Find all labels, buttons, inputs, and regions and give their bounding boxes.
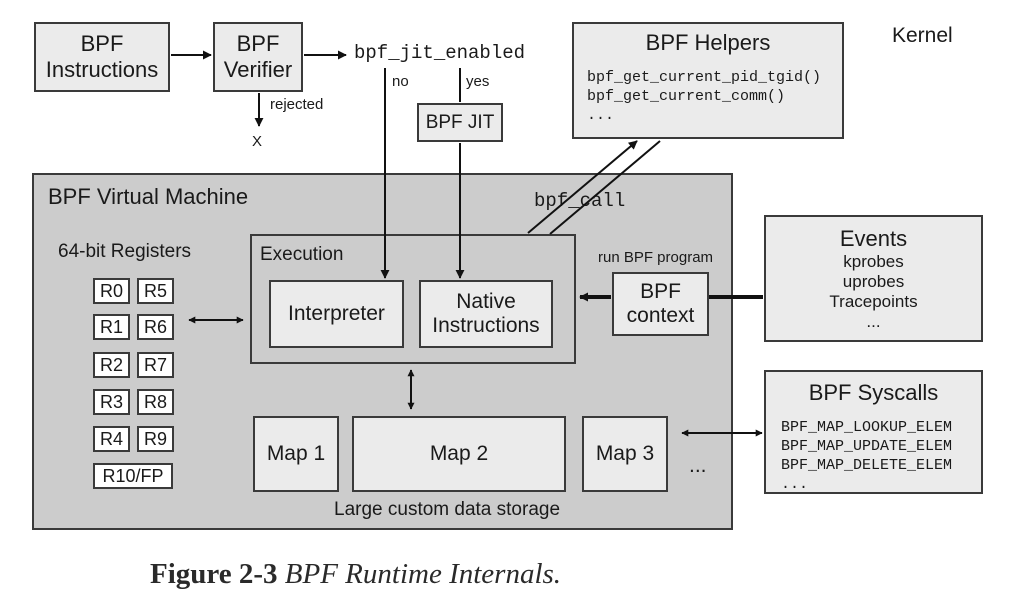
execution-title: Execution — [260, 244, 344, 265]
kernel-label: Kernel — [892, 24, 953, 47]
rejected-result: X — [252, 133, 263, 150]
register: R9 — [137, 426, 174, 452]
vm-title: BPF Virtual Machine — [48, 184, 249, 209]
rejected-label: rejected — [270, 96, 324, 113]
bpf-jit-label: BPF JIT — [425, 111, 495, 133]
event-item: kprobes — [843, 251, 904, 271]
event-item: Tracepoints — [829, 291, 918, 311]
context-line2: context — [626, 304, 695, 327]
map-label: Map 2 — [429, 442, 489, 465]
map-2-box: Map 2 — [352, 416, 566, 492]
syscall-item: BPF_MAP_UPDATE_ELEM — [781, 438, 953, 455]
yes-label: yes — [466, 73, 490, 90]
helper-item: bpf_get_current_comm() — [587, 88, 786, 105]
native-line2: Instructions — [432, 314, 540, 337]
register: R7 — [137, 352, 174, 378]
helper-item: bpf_get_current_pid_tgid() — [587, 69, 822, 86]
syscalls-list: BPF_MAP_LOOKUP_ELEM BPF_MAP_UPDATE_ELEM … — [781, 418, 952, 494]
context-line1: BPF — [640, 280, 681, 303]
bpf-verifier-box: BPF Verifier — [213, 22, 303, 92]
register: R4 — [93, 426, 130, 452]
native-instructions-box: Native Instructions — [419, 280, 553, 348]
register: R5 — [137, 278, 174, 304]
storage-label: Large custom data storage — [334, 499, 561, 520]
jit-switch-label: bpf_jit_enabled — [354, 42, 526, 64]
bpf-instructions-line2: Instructions — [45, 57, 159, 82]
native-line1: Native — [456, 290, 516, 313]
bpf-jit-box: BPF JIT — [417, 103, 503, 142]
map-1-box: Map 1 — [253, 416, 339, 492]
register: R3 — [93, 389, 130, 415]
syscall-item: BPF_MAP_DELETE_ELEM — [781, 457, 953, 474]
events-box: Events kprobes uprobes Tracepoints ... — [764, 215, 983, 342]
event-item: uprobes — [842, 271, 905, 291]
register: R6 — [137, 314, 174, 340]
bpf-helpers-box: BPF Helpers bpf_get_current_pid_tgid() b… — [572, 22, 844, 139]
interpreter-label: Interpreter — [288, 302, 385, 325]
syscall-item: BPF_MAP_LOOKUP_ELEM — [781, 419, 953, 436]
map-label: Map 1 — [266, 442, 326, 465]
helpers-title: BPF Helpers — [645, 30, 771, 55]
map-3-box: Map 3 — [582, 416, 668, 492]
register: R2 — [93, 352, 130, 378]
bpf-context-box: BPF context — [612, 272, 709, 336]
event-item: ... — [866, 311, 881, 331]
syscalls-title: BPF Syscalls — [808, 380, 939, 405]
map-label: Map 3 — [595, 442, 655, 465]
bpf-verifier-line2: Verifier — [223, 57, 293, 82]
events-title: Events — [839, 225, 908, 251]
figure-caption: Figure 2-3 BPF Runtime Internals. — [150, 556, 561, 592]
register: R10/FP — [93, 463, 173, 489]
register: R8 — [137, 389, 174, 415]
register: R1 — [93, 314, 130, 340]
caption-text: BPF Runtime Internals. — [284, 558, 562, 590]
helpers-list: bpf_get_current_pid_tgid() bpf_get_curre… — [587, 68, 821, 125]
bpf-instructions-box: BPF Instructions — [34, 22, 170, 92]
maps-more: ... — [689, 454, 707, 477]
interpreter-box: Interpreter — [269, 280, 404, 348]
bpf-syscalls-box: BPF Syscalls BPF_MAP_LOOKUP_ELEM BPF_MAP… — [764, 370, 983, 494]
helper-item: ... — [587, 107, 615, 124]
syscall-item: ... — [781, 476, 809, 493]
register: R0 — [93, 278, 130, 304]
registers-title: 64-bit Registers — [58, 241, 192, 262]
no-label: no — [392, 73, 409, 90]
run-program-label: run BPF program — [598, 249, 714, 266]
bpf-verifier-line1: BPF — [236, 31, 280, 56]
bpf-instructions-line1: BPF — [80, 31, 124, 56]
bpf-call-label: bpf_call — [534, 190, 626, 212]
caption-label: Figure 2-3 — [150, 558, 278, 590]
